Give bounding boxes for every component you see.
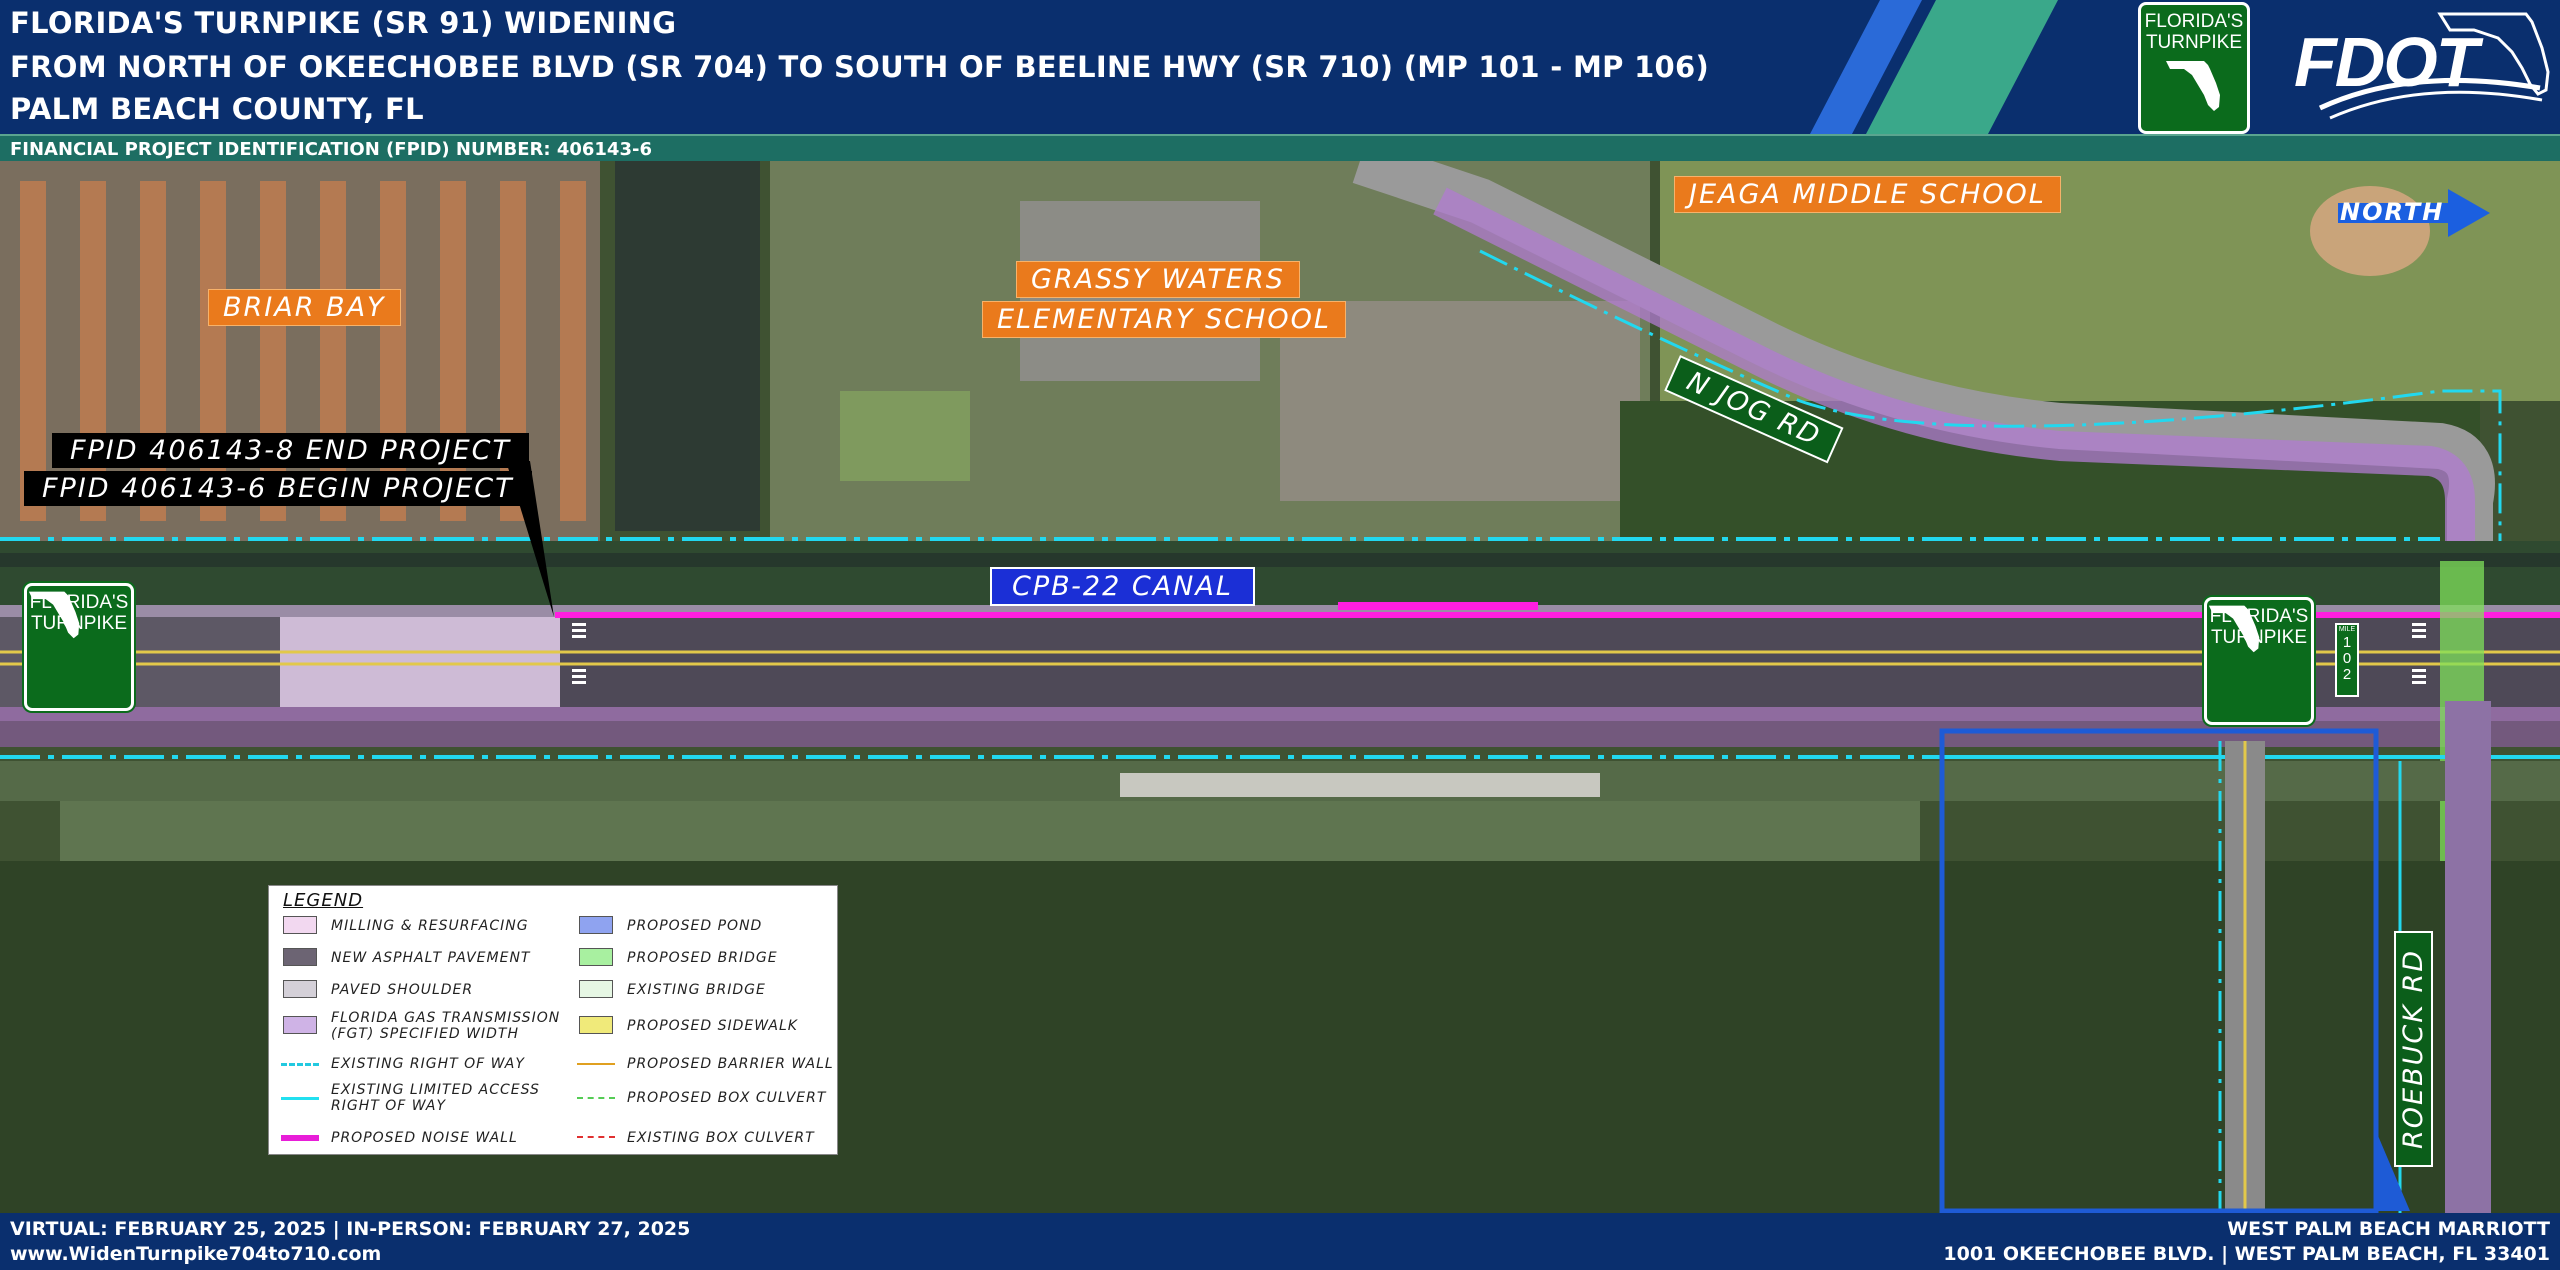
canal-bank <box>0 541 2560 605</box>
legend-line-proposed-box-culvert <box>577 1097 615 1099</box>
header-stripes <box>1810 0 2058 134</box>
fdot-logo: FDOT <box>2290 8 2550 126</box>
briar-bay-label: BRIAR BAY <box>208 289 401 326</box>
legend-line-existing-row <box>281 1063 319 1066</box>
inset-corner-flag <box>2376 1131 2410 1211</box>
legend-label-milling: MILLING & RESURFACING <box>331 918 529 934</box>
grassy-waters-label-2: ELEMENTARY SCHOOL <box>982 301 1346 338</box>
jeaga-middle-school-label: JEAGA MIDDLE SCHOOL <box>1674 176 2061 213</box>
legend-line-barrier-wall <box>577 1063 615 1065</box>
florida-state-icon <box>2166 61 2220 111</box>
ramp-arrows-east <box>2412 623 2426 684</box>
legend-title: LEGEND <box>283 890 364 911</box>
project-website-link[interactable]: www.WidenTurnpike704to710.com <box>10 1243 382 1265</box>
legend-label-proposed-box-culvert: PROPOSED BOX CULVERT <box>627 1090 827 1106</box>
legend-label-limited-access-row: EXISTING LIMITED ACCESS <box>331 1082 540 1098</box>
n-jog-rd-pavement <box>1352 161 2495 541</box>
retention-pond <box>615 161 760 531</box>
legend-label-existing-bridge: EXISTING BRIDGE <box>627 982 766 998</box>
fpid-number: FINANCIAL PROJECT IDENTIFICATION (FPID) … <box>10 139 652 160</box>
cpb-22-canal-label: CPB-22 CANAL <box>990 567 1255 606</box>
fdot-logo-text: FDOT <box>2294 23 2479 101</box>
florida-state-icon <box>28 591 80 639</box>
legend-label-fgt-2: (FGT) SPECIFIED WIDTH <box>331 1026 519 1042</box>
meeting-dates: VIRTUAL: FEBRUARY 25, 2025 | IN-PERSON: … <box>10 1218 691 1240</box>
legend-label-fgt: FLORIDA GAS TRANSMISSION <box>331 1010 561 1026</box>
legend-line-noise-wall <box>281 1135 319 1141</box>
legend-label-existing-box-culvert: EXISTING BOX CULVERT <box>627 1130 815 1146</box>
legend-label-existing-row: EXISTING RIGHT OF WAY <box>331 1056 525 1072</box>
turnpike-shield-west: FLORIDA'S TURNPIKE <box>24 583 134 711</box>
legend-swatch-fgt <box>283 1016 317 1034</box>
roebuck-rd-east <box>2445 701 2491 1213</box>
legend-label-new-asphalt: NEW ASPHALT PAVEMENT <box>331 950 531 966</box>
milling-resurfacing-area <box>280 617 560 707</box>
legend-label-barrier-wall: PROPOSED BARRIER WALL <box>627 1056 834 1072</box>
mile-marker: MILE 102 <box>2335 623 2359 697</box>
legend-label-proposed-sidewalk: PROPOSED SIDEWALK <box>627 1018 798 1034</box>
legend-swatch-milling <box>283 916 317 934</box>
ramp-arrows-west <box>572 623 586 684</box>
logo-shield-text-1: FLORIDA'S <box>2144 11 2244 32</box>
end-project-label: FPID 406143-8 END PROJECT <box>52 433 530 468</box>
florida-state-icon <box>2208 605 2260 653</box>
legend-swatch-existing-bridge <box>579 980 613 998</box>
legend-line-existing-box-culvert <box>577 1136 615 1138</box>
legend-label-proposed-bridge: PROPOSED BRIDGE <box>627 950 778 966</box>
legend-swatch-proposed-bridge <box>579 948 613 966</box>
roebuck-rd-label: ROEBUCK RD <box>2394 930 2433 1167</box>
title-line-1: FLORIDA'S TURNPIKE (SR 91) WIDENING <box>10 6 677 40</box>
north-arrow-icon <box>2338 189 2490 237</box>
turnpike-shield-east: FLORIDA'S TURNPIKE <box>2204 597 2314 725</box>
legend-label-noise-wall: PROPOSED NOISE WALL <box>331 1130 518 1146</box>
header-banner: FLORIDA'S TURNPIKE (SR 91) WIDENING FROM… <box>0 0 2560 134</box>
n-jog-rd-fgt-overlay <box>1433 187 2475 541</box>
legend-swatch-new-asphalt <box>283 948 317 966</box>
footer: VIRTUAL: FEBRUARY 25, 2025 | IN-PERSON: … <box>0 1213 2560 1270</box>
turnpike-logo-shield: FLORIDA'S TURNPIKE <box>2138 2 2250 134</box>
legend-label-proposed-pond: PROPOSED POND <box>627 918 763 934</box>
legend: LEGEND MILLING & RESURFACING NEW ASPHALT… <box>268 885 838 1155</box>
begin-project-label: FPID 406143-6 BEGIN PROJECT <box>24 471 532 506</box>
venue-name: WEST PALM BEACH MARRIOTT <box>2227 1218 2550 1240</box>
title-line-3: PALM BEACH COUNTY, FL <box>10 92 424 126</box>
legend-label-paved-shoulder: PAVED SHOULDER <box>331 982 474 998</box>
north-label: NORTH <box>2340 198 2445 226</box>
athletic-field <box>840 391 970 481</box>
proposed-noise-wall-canal <box>1338 602 1538 610</box>
n-jog-right-of-way <box>1479 249 2502 541</box>
title-line-2: FROM NORTH OF OKEECHOBEE BLVD (SR 704) T… <box>10 50 1710 84</box>
cpb-22-canal-water <box>0 553 2560 567</box>
fdot-florida-outline-icon <box>2318 12 2550 120</box>
south-clearing <box>1120 773 1600 797</box>
south-utility-corridor <box>60 801 1920 861</box>
legend-label-limited-access-row-2: RIGHT OF WAY <box>331 1098 447 1114</box>
grassy-waters-label: GRASSY WATERS <box>1016 261 1300 298</box>
mile-marker-label: MILE <box>2338 626 2356 633</box>
fpid-bar: FINANCIAL PROJECT IDENTIFICATION (FPID) … <box>0 134 2560 163</box>
legend-swatch-proposed-pond <box>579 916 613 934</box>
legend-swatch-proposed-sidewalk <box>579 1016 613 1034</box>
logo-shield-text-2: TURNPIKE <box>2145 32 2243 53</box>
fgt-specified-width <box>0 707 2560 747</box>
legend-swatch-paved-shoulder <box>283 980 317 998</box>
mile-marker-value: 102 <box>2342 634 2352 683</box>
legend-line-limited-access-row <box>281 1097 319 1100</box>
venue-address: 1001 OKEECHOBEE BLVD. | WEST PALM BEACH,… <box>1943 1243 2550 1265</box>
inset-frame <box>1939 728 2379 1213</box>
